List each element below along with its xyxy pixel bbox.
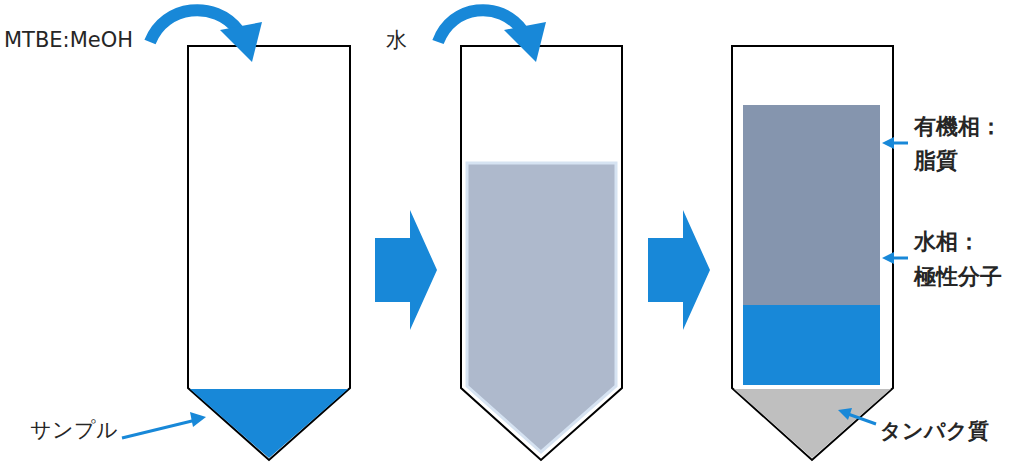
leader-head xyxy=(838,408,852,420)
tube-outline xyxy=(732,46,893,460)
leader-line xyxy=(892,257,908,260)
phase-label: タンパク質 xyxy=(880,421,989,442)
leader-head xyxy=(882,252,894,264)
arrow-head xyxy=(504,22,546,62)
mixture-fill xyxy=(467,163,616,452)
block-arrow xyxy=(648,210,710,330)
curved-arrow xyxy=(438,10,522,42)
leader-head xyxy=(882,137,894,149)
leader-line xyxy=(892,142,908,145)
reagent-label: 水 xyxy=(386,30,407,51)
organic-phase xyxy=(743,105,880,305)
phase-label: 脂質 xyxy=(914,150,958,172)
leader-head xyxy=(190,412,206,427)
reagent-label: サンプル xyxy=(30,420,118,441)
leader-line xyxy=(848,414,876,424)
tube-outline xyxy=(461,46,622,460)
sample-fill xyxy=(190,389,348,458)
reagent-label: MTBE:MeOH xyxy=(4,30,133,51)
phase-label: 極性分子 xyxy=(914,266,1002,288)
leader-line xyxy=(122,420,196,438)
phase-label: 有機相： xyxy=(914,116,1002,138)
tube-outline xyxy=(188,46,350,460)
protein-pellet xyxy=(734,389,891,458)
block-arrow xyxy=(375,210,437,330)
phase-label: 水相： xyxy=(914,231,980,253)
aqueous-phase xyxy=(743,305,880,385)
curved-arrow xyxy=(150,10,238,42)
arrow-head xyxy=(220,22,262,62)
